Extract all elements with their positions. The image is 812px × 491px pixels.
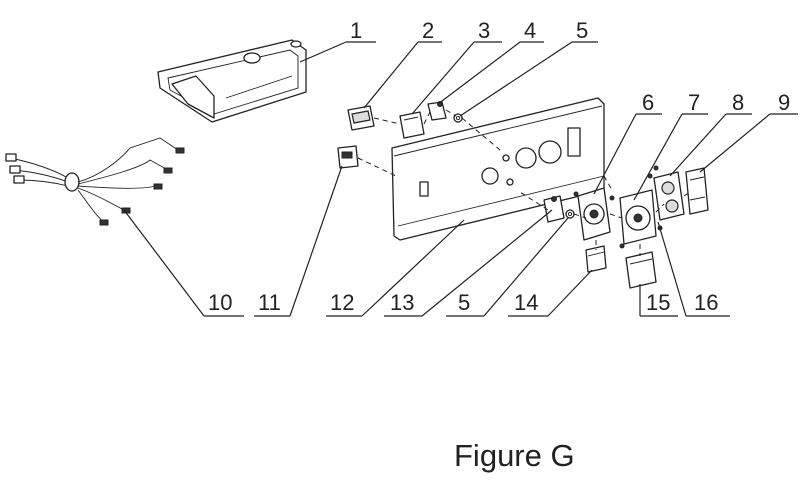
callout-9: 9 <box>778 90 790 115</box>
callout-3: 3 <box>478 18 490 43</box>
callout-11: 11 <box>258 290 281 315</box>
callout-12: 12 <box>330 290 354 315</box>
callout-1: 1 <box>350 18 362 43</box>
part-3-breaker <box>399 111 425 139</box>
leader-lines <box>123 41 798 317</box>
alignment-lines <box>357 109 691 256</box>
part-7-outlet <box>619 189 657 245</box>
part-15-cover <box>625 251 657 289</box>
callout-5-bottom: 5 <box>458 290 470 315</box>
callout-13: 13 <box>390 290 414 315</box>
callout-8: 8 <box>732 90 744 115</box>
callout-7: 7 <box>688 90 700 115</box>
callout-4: 4 <box>524 18 536 43</box>
part-4-component <box>427 101 447 121</box>
part-12-control-panel <box>391 97 605 241</box>
part-1-housing <box>157 39 307 123</box>
part-13-breaker <box>543 195 565 223</box>
callout-6: 6 <box>642 90 654 115</box>
callout-5-top: 5 <box>576 18 588 43</box>
callout-labels: 1 2 3 4 5 6 7 8 9 10 11 12 13 5 14 15 16 <box>208 18 790 315</box>
part-2-switch <box>347 105 375 131</box>
callout-15: 15 <box>646 290 670 315</box>
callout-2: 2 <box>422 18 434 43</box>
part-11-switch <box>337 145 359 169</box>
callout-10: 10 <box>208 290 232 315</box>
part-14-cover <box>585 245 607 273</box>
figure-caption: Figure G <box>454 438 575 473</box>
part-5-nut-bottom <box>565 209 575 219</box>
part-9-cover <box>685 167 709 215</box>
part-10-wire-harness <box>5 137 185 226</box>
callout-14: 14 <box>514 290 538 315</box>
callout-16: 16 <box>694 290 718 315</box>
part-8-duplex-outlet <box>653 171 685 221</box>
part-6-outlet <box>577 187 611 241</box>
